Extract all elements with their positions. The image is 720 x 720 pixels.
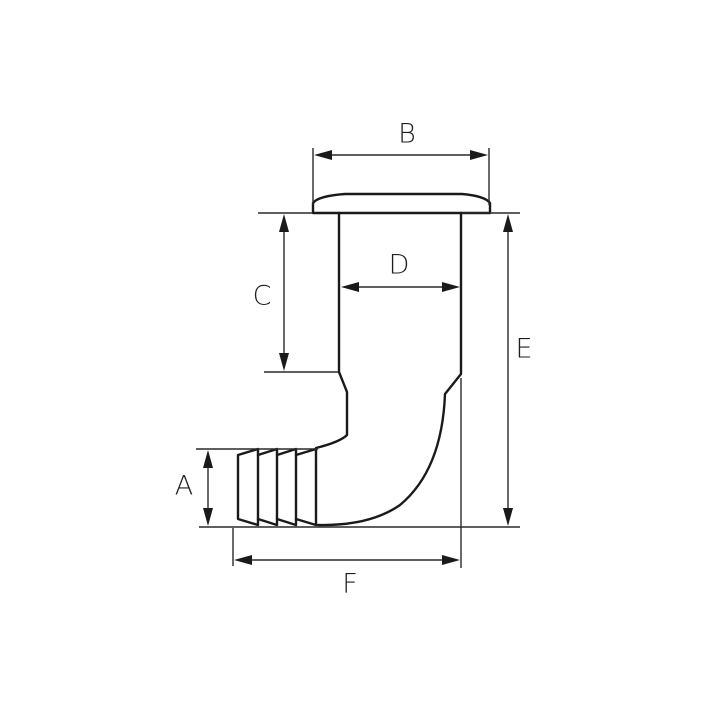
flange-cap [311, 192, 492, 215]
extension-lines [196, 148, 520, 568]
arrow-down-icon [279, 353, 289, 371]
hose-barbs [236, 447, 318, 527]
body-right-wall [316, 211, 463, 527]
arrow-right-icon [442, 555, 460, 565]
label-d: D [389, 250, 410, 281]
arrow-up-icon [503, 214, 513, 232]
label-c: C [253, 281, 272, 312]
label-b: B [398, 119, 416, 150]
arrow-right-icon [442, 282, 460, 292]
arrow-right-icon [470, 150, 488, 160]
dimension-e: E [503, 214, 533, 526]
arrow-left-icon [341, 282, 359, 292]
label-f: F [342, 569, 358, 600]
arrow-left-icon [234, 555, 252, 565]
body-left-wall [314, 211, 349, 450]
dimension-f: F [234, 555, 460, 600]
dimension-a: A [175, 450, 213, 526]
label-e: E [515, 334, 532, 365]
dimension-d: D [341, 250, 460, 292]
arrow-left-icon [314, 150, 332, 160]
dimension-c: C [253, 214, 289, 371]
arrow-up-icon [279, 214, 289, 232]
part-outline [236, 192, 492, 527]
arrow-down-icon [203, 508, 213, 526]
label-a: A [175, 471, 193, 502]
arrow-up-icon [203, 450, 213, 468]
dimension-b: B [314, 119, 488, 160]
arrow-down-icon [503, 508, 513, 526]
